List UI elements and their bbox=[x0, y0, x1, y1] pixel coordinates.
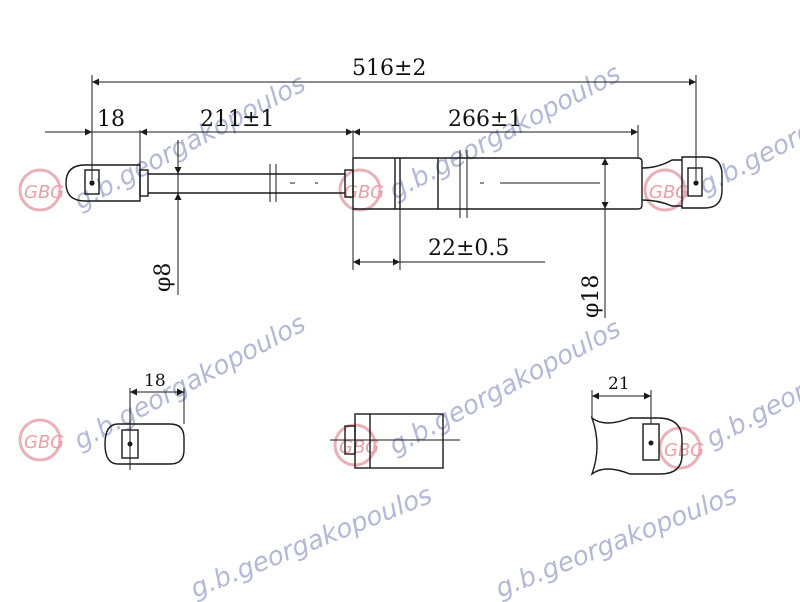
right-end-fitting bbox=[681, 156, 723, 209]
gbg-logo-icon: GBG bbox=[643, 168, 689, 212]
right-detail-width-label: 21 bbox=[608, 374, 630, 394]
left-collar bbox=[139, 169, 149, 197]
watermark-text: g.b.georgakopoulos bbox=[701, 307, 800, 454]
end-fitting-length-label: 18 bbox=[97, 107, 125, 132]
watermark-text: g.b.georgakopoulos bbox=[69, 69, 311, 216]
right-fitting-detail: 21 bbox=[590, 374, 683, 477]
watermark-bottom: g.b.georgakopoulos g.b.georgakopoulos bbox=[186, 480, 741, 602]
cylinder-body bbox=[352, 157, 643, 210]
left-detail-outline bbox=[104, 423, 185, 465]
watermark-mid-center: GBG g.b.georgakopoulos bbox=[333, 314, 626, 467]
gbg-logo-icon: GBG bbox=[18, 168, 64, 212]
gbg-logo-icon: GBG bbox=[18, 418, 64, 462]
body-diameter-label: φ18 bbox=[579, 275, 604, 318]
left-fitting-detail: 18 bbox=[104, 371, 185, 470]
gbg-logo-icon: GBG bbox=[333, 423, 379, 467]
body-taper-bottom bbox=[641, 199, 682, 207]
overall-length-label: 516±2 bbox=[352, 56, 426, 81]
logo-text: GBG bbox=[24, 182, 64, 203]
left-pivot-point bbox=[89, 180, 95, 186]
watermark-text: g.b.georgakopoulos bbox=[491, 480, 741, 602]
logo-text: GBG bbox=[339, 437, 379, 458]
right-pivot-point bbox=[693, 180, 699, 186]
dimension-lines: 516±2 18 211±1 266±1 22±0.5 φ8 φ18 bbox=[45, 56, 697, 318]
logo-text: GBG bbox=[344, 182, 384, 203]
body-taper-top bbox=[641, 159, 682, 169]
watermark-top: GBG g.b.georgakopoulos bbox=[18, 69, 311, 216]
sleeve-detail bbox=[330, 413, 460, 469]
watermark-top-mid: GBG g.b.georgakopoulos bbox=[338, 59, 626, 212]
watermark-text: g.b.georgakopoulos bbox=[384, 314, 626, 461]
watermark-text: g.b.georgakopoulos bbox=[694, 54, 800, 201]
watermark-mid-right: GBG g.b.georgakopoulos bbox=[658, 307, 800, 470]
logo-text: GBG bbox=[24, 432, 64, 453]
right-detail-outline bbox=[590, 415, 683, 477]
body-length-label: 266±1 bbox=[448, 107, 522, 132]
logo-text: GBG bbox=[649, 182, 689, 203]
rod-length-label: 211±1 bbox=[200, 107, 274, 132]
gbg-logo-icon: GBG bbox=[338, 168, 384, 212]
left-detail-width-label: 18 bbox=[144, 371, 166, 391]
sleeve-length-label: 22±0.5 bbox=[428, 236, 509, 261]
right-detail-pivot bbox=[648, 440, 654, 446]
rod-diameter-label: φ8 bbox=[151, 263, 176, 292]
right-fitting-slot bbox=[687, 167, 703, 197]
logo-text: GBG bbox=[664, 440, 704, 461]
watermark-text: g.b.georgakopoulos bbox=[186, 480, 436, 602]
left-end-fitting bbox=[65, 164, 141, 202]
